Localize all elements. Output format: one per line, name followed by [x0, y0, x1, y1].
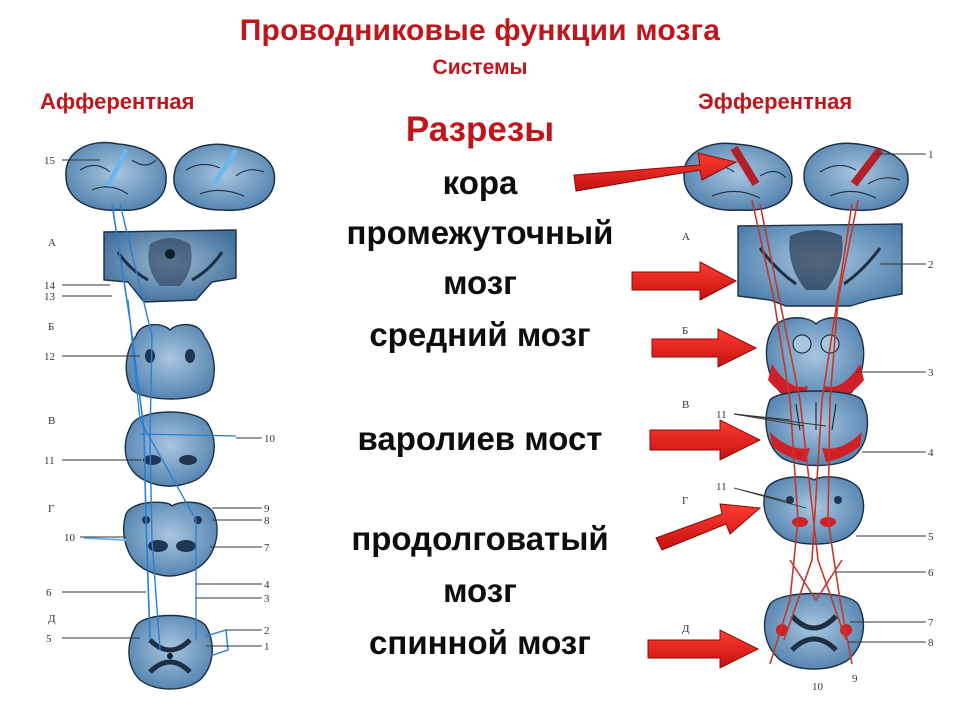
- level-cortex: кора: [442, 164, 518, 201]
- afferent-letter-b: Б: [48, 321, 54, 333]
- afferent-num-13: 13: [44, 291, 56, 303]
- efferent-num-7: 7: [928, 617, 934, 629]
- afferent-num-10-right: 10: [264, 433, 276, 445]
- arrow-to-pons: [649, 419, 762, 461]
- afferent-num-11: 11: [44, 455, 55, 467]
- afferent-num-4: 4: [264, 579, 270, 591]
- afferent-num-9: 9: [264, 503, 270, 515]
- afferent-label: Афферентная: [40, 89, 195, 114]
- arrow-to-medulla: [655, 503, 762, 551]
- efferent-num-1: 1: [928, 149, 934, 161]
- efferent-letter-g: Г: [682, 495, 688, 507]
- afferent-letter-a: А: [48, 237, 56, 249]
- efferent-label: Эфферентная: [698, 89, 853, 114]
- afferent-num-3: 3: [264, 593, 270, 605]
- afferent-pons-section: [124, 411, 237, 487]
- efferent-num-9: 9: [852, 673, 858, 685]
- efferent-descending-paths: [751, 199, 859, 665]
- efferent-letter-d: Д: [682, 623, 690, 635]
- level-diencephalon-1: промежуточный: [346, 214, 614, 251]
- sections-heading: Разрезы: [405, 110, 555, 149]
- slide-subtitle: Системы: [432, 56, 528, 79]
- level-diencephalon-2: мозг: [443, 264, 517, 301]
- efferent-letter-b: Б: [682, 325, 688, 337]
- afferent-letter-v: В: [48, 415, 55, 427]
- afferent-letter-g: Г: [48, 503, 54, 515]
- efferent-num-11-upper: 11: [716, 409, 727, 421]
- efferent-num-10: 10: [812, 681, 824, 693]
- afferent-num-6: 6: [46, 587, 52, 599]
- afferent-num-7: 7: [264, 542, 270, 554]
- level-medulla-1: продолговатый: [351, 520, 609, 557]
- arrow-to-diencephalon: [631, 261, 738, 301]
- afferent-num-14: 14: [44, 280, 56, 292]
- afferent-num-10-left: 10: [64, 532, 76, 544]
- afferent-leader-lines: [62, 159, 262, 647]
- arrow-to-spinal: [647, 629, 760, 669]
- afferent-ascending-paths: [111, 203, 197, 651]
- efferent-medulla-section: [763, 476, 865, 545]
- slide-title: Проводниковые функции мозга: [239, 14, 721, 47]
- afferent-num-15: 15: [44, 155, 56, 167]
- efferent-num-4: 4: [928, 447, 934, 459]
- efferent-num-2: 2: [928, 259, 934, 271]
- arrow-to-midbrain: [651, 328, 758, 368]
- afferent-midbrain-section: [125, 323, 215, 400]
- afferent-num-5: 5: [46, 633, 52, 645]
- level-spinal: спинной мозг: [369, 624, 591, 661]
- efferent-num-8: 8: [928, 637, 934, 649]
- efferent-num-6: 6: [928, 567, 934, 579]
- level-medulla-2: мозг: [443, 572, 517, 609]
- efferent-num-3: 3: [928, 367, 934, 379]
- afferent-num-8: 8: [264, 515, 270, 527]
- efferent-leader-lines: [733, 153, 926, 643]
- efferent-num-11-lower: 11: [716, 481, 727, 493]
- arrow-to-cortex: [573, 152, 738, 192]
- efferent-letter-v: В: [682, 399, 689, 411]
- afferent-num-1: 1: [264, 641, 270, 653]
- efferent-diencephalon-section: [737, 223, 903, 307]
- efferent-letter-a: А: [682, 231, 690, 243]
- efferent-num-5: 5: [928, 531, 934, 543]
- afferent-num-2: 2: [264, 625, 270, 637]
- level-pons: варолиев мост: [357, 420, 603, 457]
- level-midbrain: средний мозг: [369, 316, 591, 353]
- afferent-num-12: 12: [44, 351, 55, 363]
- afferent-cortex-section: [65, 141, 276, 212]
- afferent-letter-d: Д: [48, 613, 56, 625]
